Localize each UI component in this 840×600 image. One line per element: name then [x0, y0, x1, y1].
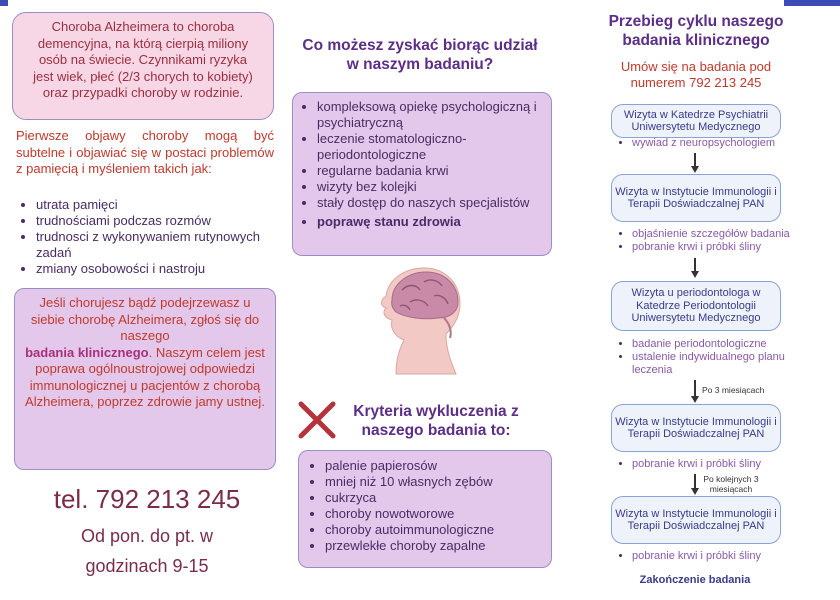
top-accent-left — [0, 0, 8, 6]
cross-icon — [298, 401, 336, 439]
benefits-title: Co możesz zyskać biorąc udział w naszym … — [302, 37, 538, 73]
list-item: pobranie krwi i próbki śliny — [632, 241, 808, 254]
flow-arrow — [694, 380, 696, 398]
symptoms-intro: Pierwsze objawy choroby mogą być subteln… — [16, 128, 274, 176]
list-item: badanie periodontologiczne — [632, 338, 808, 351]
list-item: pobranie krwi i próbki śliny — [632, 550, 808, 563]
flow-step-4: Wizyta w Instytucie Immunologii i Terapi… — [611, 404, 781, 452]
benefits-bold: poprawę stanu zdrowia — [317, 214, 461, 229]
list-item: trudnosci z wykonywaniem rutynowych zada… — [36, 229, 286, 261]
flow-arrow — [694, 474, 696, 490]
list-item: ustalenie indywidualnego planu leczenia — [632, 351, 808, 377]
list-item: przewlekłe choroby zapalne — [325, 538, 543, 554]
list-item: stały dostęp do naszych specjalistów — [317, 195, 543, 211]
flow-step-2: Wizyta w Instytucie Immunologii i Terapi… — [611, 174, 781, 222]
list-item: choroby autoimmunologiczne — [325, 522, 543, 538]
list-item: kompleksową opiekę psychologiczną i psyc… — [317, 99, 543, 131]
list-item: choroby nowotworowe — [325, 506, 543, 522]
list-item: zmiany osobowości i nastroju — [36, 261, 286, 277]
symptoms-list: utrata pamięci trudnościami podczas rozm… — [18, 197, 286, 277]
benefits-box: kompleksową opiekę psychologiczną i psyc… — [292, 92, 552, 256]
flow-step-5-items: pobranie krwi i próbki śliny — [614, 550, 808, 563]
flow-step-1: Wizyta w Katedrze Psychiatrii Uniwersyte… — [611, 104, 781, 138]
list-item: mniej niż 10 własnych zębów — [325, 474, 543, 490]
flow-arrowhead — [691, 396, 699, 403]
cta-text: Jeśli chorujesz bądź podejrzewasz u sieb… — [15, 289, 275, 417]
cta-box: Jeśli chorujesz bądź podejrzewasz u sieb… — [14, 288, 276, 470]
phone-number[interactable]: tel. 792 213 245 — [53, 484, 241, 514]
flow-step-4-items: pobranie krwi i próbki śliny — [614, 458, 808, 471]
flow-step-2-items: objaśnienie szczegółów badania pobranie … — [614, 228, 808, 254]
list-item: pobranie krwi i próbki śliny — [632, 458, 808, 471]
flow-step-3: Wizyta u periodontologa w Katedrze Perio… — [611, 281, 781, 331]
list-item: trudnościami podczas rozmów — [36, 213, 286, 229]
cta-line2: . Naszym celem jest poprawa ogólnoustroj… — [25, 344, 265, 410]
flow-end: Zakończenie badania — [639, 574, 751, 586]
list-item: cukrzyca — [325, 490, 543, 506]
flow-arrowhead — [691, 488, 699, 495]
flow-step-3-items: badanie periodontologiczne ustalenie ind… — [614, 338, 808, 377]
list-item: utrata pamięci — [36, 197, 286, 213]
flow-arrowhead — [691, 271, 699, 278]
cta-line1: Jeśli chorujesz bądź podejrzewasz u sieb… — [30, 295, 260, 343]
list-item: wywiad z neuropsychologiem — [632, 137, 808, 150]
interval-2: Po kolejnych 3 miesiącach — [703, 474, 759, 494]
list-item: objaśnienie szczegółów badania — [632, 228, 808, 241]
hours-line2: godzinach 9-15 — [85, 556, 209, 576]
interval-1: Po 3 miesiącach — [702, 385, 765, 395]
intro-box: Choroba Alzheimera to choroba demencyjna… — [12, 12, 274, 120]
appointment-text: Umów się na badania pod numerem 792 213 … — [620, 59, 772, 90]
list-item: palenie papierosów — [325, 458, 543, 474]
list-item: wizyty bez kolejki — [317, 179, 543, 195]
flow-title: Przebieg cyklu naszego badania kliniczne… — [608, 13, 784, 49]
list-item: regularne badania krwi — [317, 163, 543, 179]
hours-line1: Od pon. do pt. w — [80, 526, 214, 546]
exclusion-title: Kryteria wykluczenia z naszego badania t… — [353, 403, 519, 439]
list-item: poprawę stanu zdrowia — [317, 214, 543, 230]
exclusion-box: palenie papierosów mniej niż 10 własnych… — [298, 450, 552, 568]
brain-head-icon — [381, 267, 461, 375]
flow-step-5: Wizyta w Instytucie Immunologii i Terapi… — [611, 496, 781, 544]
top-accent-right — [784, 0, 840, 6]
flow-arrow — [694, 258, 696, 273]
cta-bold: badania klinicznego — [25, 344, 149, 360]
flow-step-1-items: wywiad z neuropsychologiem — [614, 137, 808, 150]
list-item: leczenie stomatologiczno-periodontologic… — [317, 131, 543, 163]
flow-arrow — [694, 153, 696, 168]
intro-text: Choroba Alzheimera to choroba demencyjna… — [33, 19, 253, 100]
flow-arrowhead — [691, 166, 699, 173]
